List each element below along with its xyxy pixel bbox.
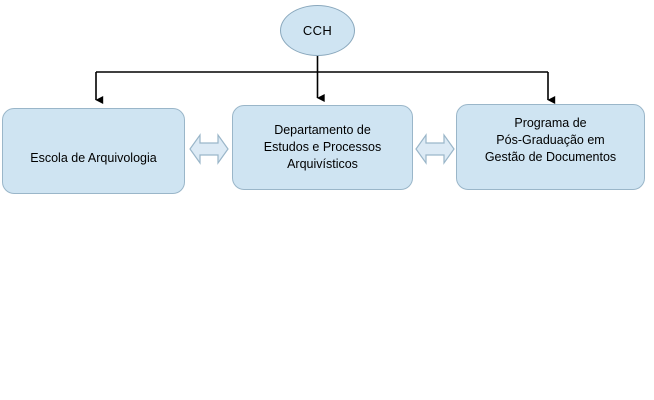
node-escola-de-arquivologia[interactable]: Escola de Arquivologia [2, 108, 185, 194]
connector-escola-departamento[interactable] [188, 133, 230, 165]
node-cch[interactable]: CCH [280, 5, 355, 56]
node-cch-label: CCH [302, 23, 333, 38]
node-departamento-de-estudos-e-processos-arquivisticos[interactable]: Departamento de Estudos e Processos Arqu… [232, 105, 413, 190]
node-programa-label: Programa de Pós-Graduação em Gestão de D… [484, 116, 617, 164]
node-programa-de-pos-graduacao-em-gestao-de-documentos[interactable]: Programa de Pós-Graduação em Gestão de D… [456, 104, 645, 190]
node-escola-de-arquivologia-label: Escola de Arquivologia [30, 150, 157, 165]
connector-departamento-programa[interactable] [414, 133, 456, 165]
node-departamento-label: Departamento de Estudos e Processos Arqu… [263, 123, 382, 171]
